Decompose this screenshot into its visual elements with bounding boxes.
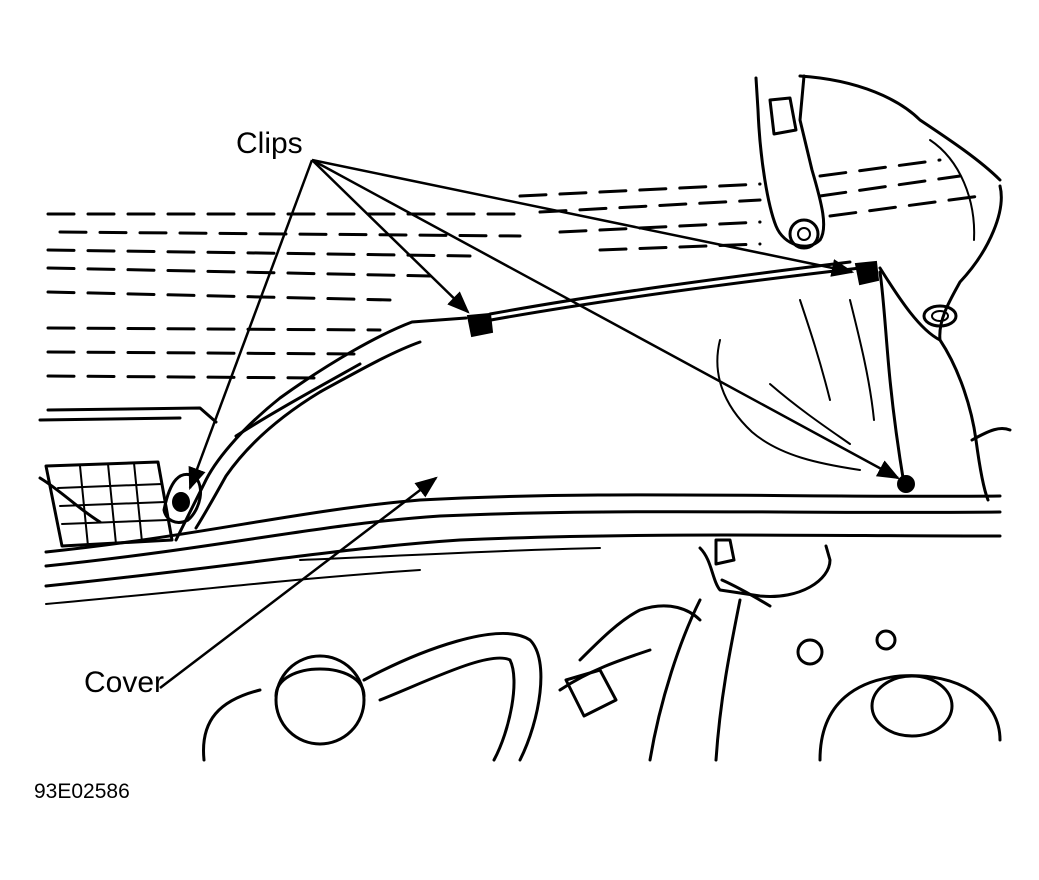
fender-outline bbox=[798, 74, 1012, 502]
clips-leader-center bbox=[311, 159, 470, 314]
cowl-cover bbox=[162, 270, 906, 542]
clip-far-right bbox=[897, 475, 915, 493]
clip-right bbox=[854, 260, 880, 286]
cowl-top-edge bbox=[38, 260, 862, 424]
clip-left bbox=[172, 492, 190, 512]
clips bbox=[172, 260, 915, 512]
windshield-streaks bbox=[46, 158, 982, 380]
clips-label: Clips bbox=[236, 127, 303, 160]
cowl-panel-lines bbox=[44, 493, 1002, 605]
clip-center bbox=[466, 312, 494, 338]
cowl-vent-grille bbox=[38, 460, 174, 548]
leader-lines bbox=[159, 158, 900, 689]
figure-code: 93E02586 bbox=[34, 780, 130, 803]
cover-leader bbox=[159, 476, 438, 689]
wiper-arm bbox=[754, 74, 826, 250]
clips-leader-right bbox=[311, 158, 855, 277]
cover-label: Cover bbox=[84, 666, 165, 699]
clips-leader-far-right bbox=[311, 158, 900, 480]
engine-compartment bbox=[202, 538, 1002, 762]
clips-leader-left bbox=[188, 159, 314, 491]
